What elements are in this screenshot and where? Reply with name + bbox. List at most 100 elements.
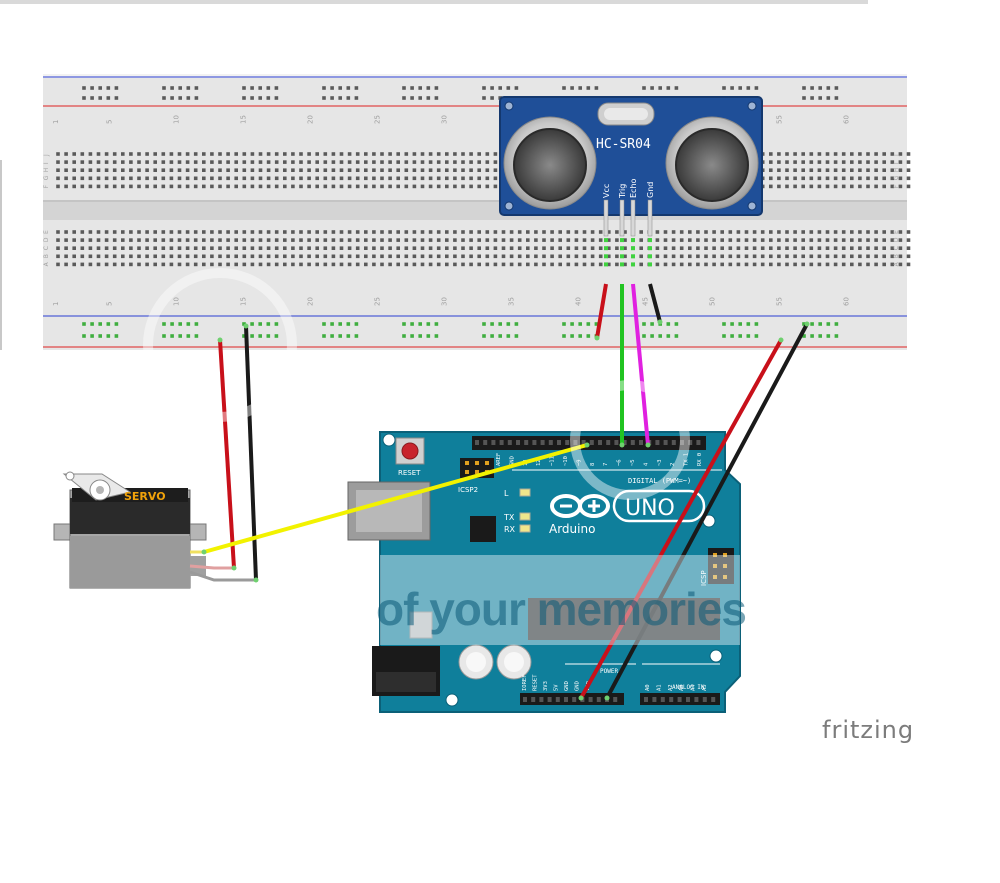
wire-sensor-gnd [648, 283, 662, 323]
regulator-icon [409, 611, 433, 639]
wire-end-dot [231, 565, 237, 571]
wire-end-dot [578, 695, 584, 701]
wire-echo [631, 283, 650, 446]
sensor-pins [603, 199, 653, 237]
column-number: 30 [441, 297, 449, 306]
led-icon [519, 488, 531, 497]
sensor-model-label: HC-SR04 [596, 137, 651, 152]
pin-label: ~5 [630, 459, 636, 466]
sensor-pin [619, 199, 625, 237]
row-letter: J [893, 154, 900, 157]
arduino-logo-icon [550, 494, 610, 518]
icsp-header [708, 548, 734, 584]
column-number: 60 [843, 297, 851, 306]
column-number: 60 [843, 115, 851, 124]
analog-label: ANALOG IN [672, 684, 705, 691]
wire-end-dot [657, 319, 663, 325]
sensor-pin [603, 199, 609, 237]
pin-label: RX 0 [697, 453, 703, 466]
power-label: POWER [600, 668, 618, 675]
sensor-pin-label: Trig [618, 184, 627, 199]
center-channel [43, 200, 907, 220]
digital-header [472, 436, 706, 450]
pin-label: A2 [668, 684, 674, 691]
wires [189, 283, 810, 701]
wire-servo-signal [203, 443, 588, 554]
fritzing-logo: fritzing [822, 716, 915, 744]
wire-end-dot [243, 323, 249, 329]
wire-end-dot [778, 337, 784, 343]
led-label: L [504, 489, 509, 498]
column-number: 20 [307, 115, 315, 124]
row-letter: C [893, 246, 900, 250]
mount-hole-icon [504, 201, 514, 211]
mount-hole-icon [747, 101, 757, 111]
pin-label: AREF [496, 453, 502, 466]
left-rule [0, 160, 2, 350]
column-number: 25 [374, 115, 382, 124]
led-label: RX [504, 525, 516, 534]
pin-label: ~11 [550, 456, 556, 466]
pin-label: RESET [533, 674, 539, 691]
column-number: 10 [173, 115, 181, 124]
pin-label: GND [509, 456, 515, 466]
watermark-overlay [143, 268, 740, 645]
row-letter: I [893, 162, 900, 164]
pin-label: 8 [590, 463, 596, 466]
pin-label: A3 [679, 684, 685, 691]
usb-chip-icon [470, 516, 496, 542]
column-number: 20 [307, 297, 315, 306]
column-number: 45 [642, 297, 650, 306]
pin-label: IOREF [522, 674, 528, 691]
wire-servo-vcc [218, 339, 236, 569]
wire-end-dot [253, 577, 259, 583]
pin-label: 12 [536, 459, 542, 466]
pin-label: ~10 [563, 456, 569, 466]
pin-label: TX 1 [684, 453, 690, 466]
wire-end-dot [217, 337, 223, 343]
row-letter: H [43, 168, 50, 173]
pin-label: 3V3 [543, 681, 549, 691]
column-number: 10 [173, 297, 181, 306]
mount-hole-icon [445, 693, 459, 707]
reset-button-cap [401, 442, 419, 460]
wire-gnd [605, 323, 809, 699]
icsp2-label: ICSP2 [458, 486, 478, 494]
column-number: 55 [776, 115, 784, 124]
wire-end-dot [604, 695, 610, 701]
wire-end-dot [619, 442, 625, 448]
column-number: 15 [240, 297, 248, 306]
row-letter: F [43, 184, 50, 188]
row-letter: B [43, 254, 50, 258]
servo-label: SERVO [124, 490, 166, 503]
pin-label: A1 [656, 684, 662, 691]
pin-label: 2 [670, 463, 676, 466]
column-number: 50 [709, 297, 717, 306]
wire-end-dot [804, 321, 810, 327]
pin-label: ~9 [576, 459, 582, 466]
mount-hole-icon [709, 649, 723, 663]
row-letter: D [893, 237, 900, 242]
top-rule [0, 0, 868, 4]
column-number: 15 [240, 115, 248, 124]
pin-label: A5 [702, 684, 708, 691]
row-letter: D [43, 237, 50, 242]
wire-end-dot [594, 335, 600, 341]
row-letter: G [893, 175, 900, 180]
column-number: 35 [508, 297, 516, 306]
servo-motor: SERVO [53, 471, 207, 589]
sensor-pin [647, 199, 653, 237]
wire-end-dot [645, 442, 651, 448]
row-letter: B [893, 254, 900, 258]
wire-end-dot [201, 549, 207, 555]
column-number: 40 [575, 297, 583, 306]
pin-label: ~3 [657, 459, 663, 466]
row-letter: A [43, 261, 50, 266]
column-number: 5 [106, 302, 114, 306]
row-letter: E [43, 230, 50, 234]
